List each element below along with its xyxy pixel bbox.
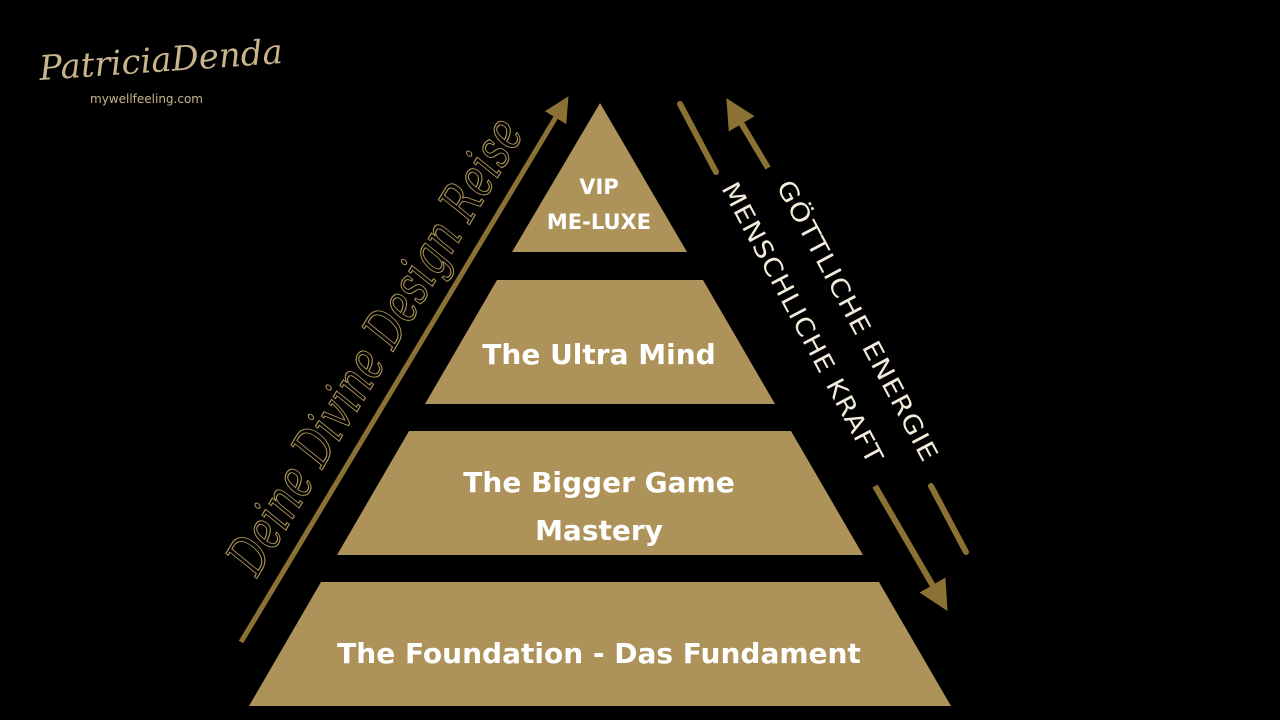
arrow-up-icon <box>726 98 771 170</box>
arrow-up-icon <box>238 96 569 644</box>
tier-labels: VIP ME-LUXE The Ultra Mind The Bigger Ga… <box>337 175 861 670</box>
tier-vip <box>512 103 687 252</box>
right-arrows <box>677 98 969 611</box>
logo-signature: PatriciaDenda <box>37 32 284 89</box>
pyramid <box>249 103 951 706</box>
arrow-up-icon <box>928 483 969 555</box>
tier-bigger-game-line-2: Mastery <box>535 514 663 547</box>
tier-vip-line-2: ME-LUXE <box>547 210 651 234</box>
tier-ultra-mind <box>425 280 775 404</box>
arrow-down-icon <box>872 484 948 611</box>
logo: PatriciaDenda mywellfeeling.com <box>37 32 284 106</box>
tier-vip-line-1: VIP <box>579 175 618 199</box>
tier-bigger-game-line-1: The Bigger Game <box>463 466 734 499</box>
arrow-down-icon <box>677 101 719 175</box>
tier-bigger-game <box>337 431 863 555</box>
tier-foundation-label: The Foundation - Das Fundament <box>337 637 861 670</box>
tier-foundation <box>249 582 951 706</box>
tier-ultra-mind-label: The Ultra Mind <box>482 338 715 371</box>
logo-url: mywellfeeling.com <box>90 92 203 106</box>
